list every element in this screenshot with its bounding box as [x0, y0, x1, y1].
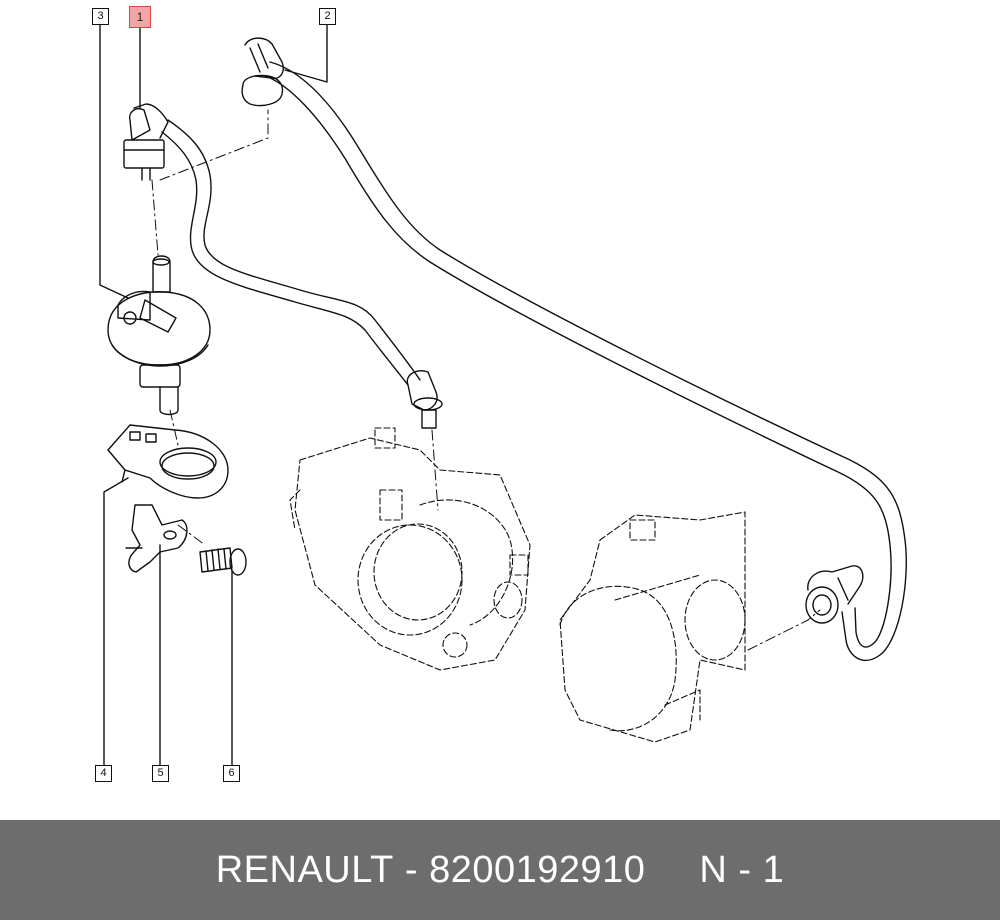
footer-note: N - 1	[699, 848, 785, 891]
part-5-clip	[125, 504, 188, 573]
footer-part-number: 8200192910	[429, 848, 646, 891]
exploded-parts-diagram	[99, 23, 907, 766]
throttle-body-right	[559, 511, 746, 743]
hose-short	[161, 119, 421, 386]
throttle-body-left	[289, 427, 531, 671]
callout-5: 5	[152, 765, 169, 782]
part-4-bracket	[107, 424, 229, 499]
part-3-purge-valve	[107, 255, 211, 416]
leader-lines	[99, 23, 328, 766]
callout-6: 6	[223, 765, 240, 782]
assembly-lines	[151, 109, 821, 651]
elbow-connector-bottom	[805, 565, 864, 624]
footer-brand: RENAULT	[215, 848, 394, 891]
part-1-connector	[123, 103, 169, 181]
hose-long	[265, 61, 907, 661]
callout-4: 4	[95, 765, 112, 782]
part-6-bolt	[199, 547, 247, 576]
callout-1: 1	[129, 6, 151, 28]
hose-fitting	[406, 370, 443, 429]
footer-separator: -	[393, 848, 430, 891]
callout-3: 3	[92, 8, 109, 25]
elbow-connector-top	[241, 37, 284, 107]
callout-2: 2	[319, 8, 336, 25]
footer-bar: RENAULT - 8200192910 N - 1	[0, 820, 1000, 920]
